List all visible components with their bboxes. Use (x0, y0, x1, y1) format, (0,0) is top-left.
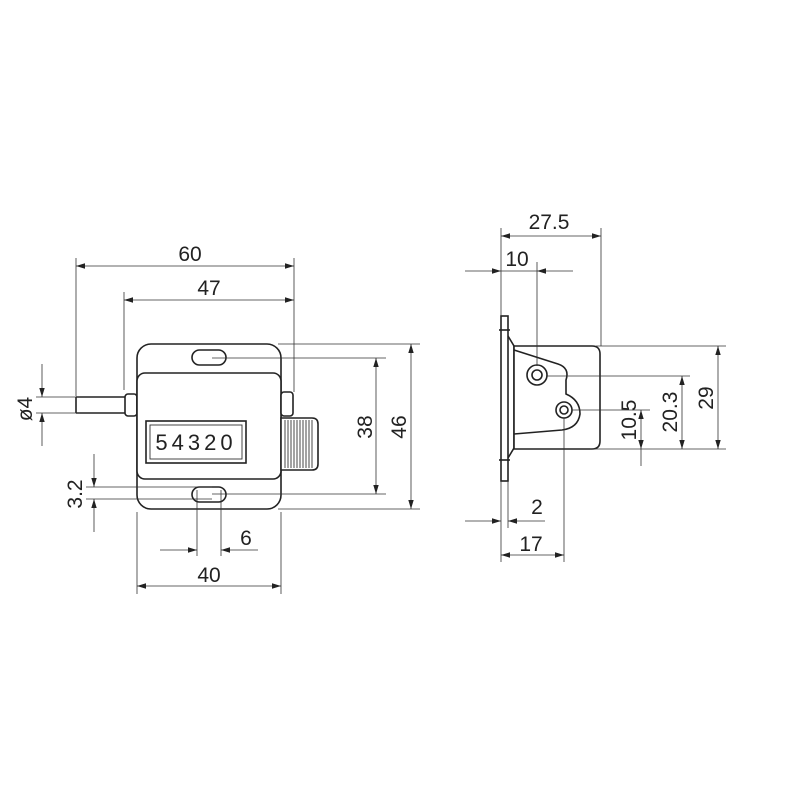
side-lever (513, 349, 581, 435)
dim-label-40: 40 (197, 564, 220, 587)
side-extension-lines (500, 228, 726, 562)
dim-label-47: 47 (197, 277, 220, 300)
counter-digits: 54320 (155, 430, 236, 455)
dim-label-10-5: 10.5 (618, 400, 641, 441)
flange-plate (500, 315, 509, 482)
dim-label-60: 60 (178, 243, 201, 266)
dim-label-29: 29 (695, 386, 718, 409)
right-stub (280, 391, 294, 417)
side-view: 27.5 10 2 17 29 20.3 10.5 (465, 211, 726, 562)
dim-label-20-3: 20.3 (659, 392, 682, 433)
front-view: 54320 (14, 243, 420, 594)
dim-label-17: 17 (519, 533, 542, 556)
front-extension-lines (36, 258, 420, 594)
dim-label-38: 38 (354, 415, 377, 438)
counter-window-inner (149, 424, 243, 460)
dim-label-27-5: 27.5 (529, 211, 570, 234)
dim-label-diameter: ø4 (14, 396, 37, 421)
shaft (75, 393, 138, 417)
counter-window-outer (145, 420, 247, 464)
flange-taper (507, 335, 515, 459)
dim-label-3-2: 3.2 (64, 479, 87, 508)
dim-label-6: 6 (240, 527, 252, 550)
dim-label-46: 46 (388, 415, 411, 438)
pivot-hole-inner (531, 369, 543, 381)
dim-label-10: 10 (505, 248, 528, 271)
lower-hole-inner (559, 405, 569, 415)
dim-label-2: 2 (531, 496, 543, 519)
reset-knob (280, 417, 319, 471)
upper-slot (191, 349, 227, 366)
